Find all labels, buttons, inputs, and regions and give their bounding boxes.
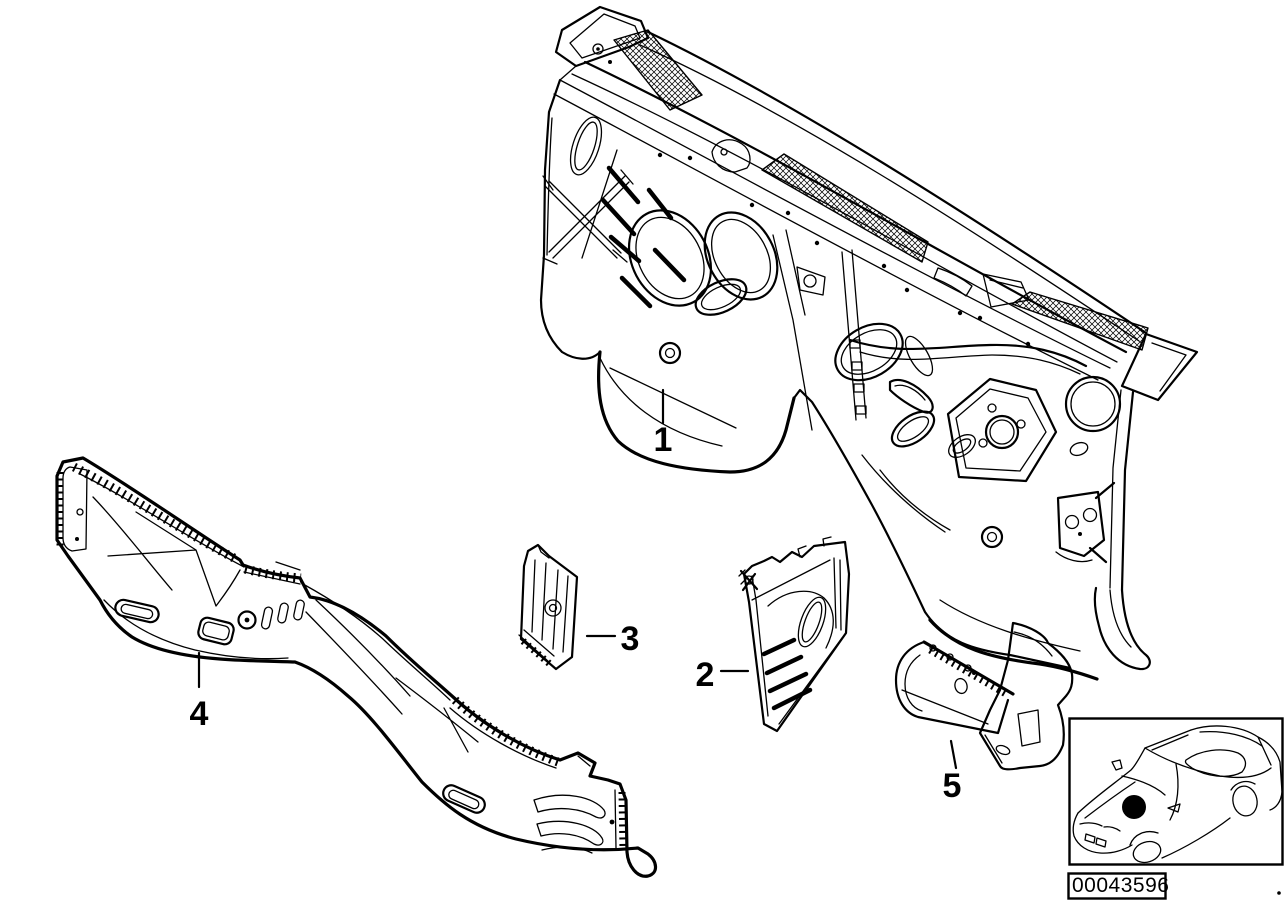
image-number-box [1067, 872, 1167, 900]
part-4-side-member-drawing [55, 456, 658, 878]
rear-wheel [1232, 785, 1258, 817]
callout-3[interactable]: 3 [585, 620, 640, 658]
car-location-thumbnail [1068, 717, 1284, 866]
part-5-support-bracket-drawing [894, 621, 1074, 771]
image-number: 00043596 [1072, 874, 1169, 897]
callout-1[interactable]: 1 [654, 388, 673, 459]
part-1-splash-wall-drawing [539, 5, 1199, 681]
location-dot-marker [1122, 795, 1146, 819]
kidney-grille-icon [1084, 833, 1107, 848]
callout-label: 4 [190, 695, 209, 733]
callout-label: 3 [621, 620, 640, 658]
image-number-plate: 00043596 [1067, 872, 1169, 900]
callout-2[interactable]: 2 [696, 656, 750, 694]
mirror-icon [1111, 759, 1123, 771]
part-3-bracket-drawing [518, 543, 579, 671]
part-2-splash-wall-panel-drawing [738, 536, 851, 733]
callout-label: 1 [654, 421, 673, 459]
callout-label: 2 [696, 656, 715, 694]
callout-4[interactable]: 4 [190, 651, 209, 733]
callout-5[interactable]: 5 [943, 739, 962, 805]
front-wheel [1132, 840, 1162, 864]
leader-line [949, 739, 958, 770]
headlight-icon [1079, 822, 1121, 832]
car-three-quarter-front-icon [1072, 725, 1283, 864]
callout-label: 5 [943, 767, 962, 805]
period-dot [1277, 891, 1281, 895]
